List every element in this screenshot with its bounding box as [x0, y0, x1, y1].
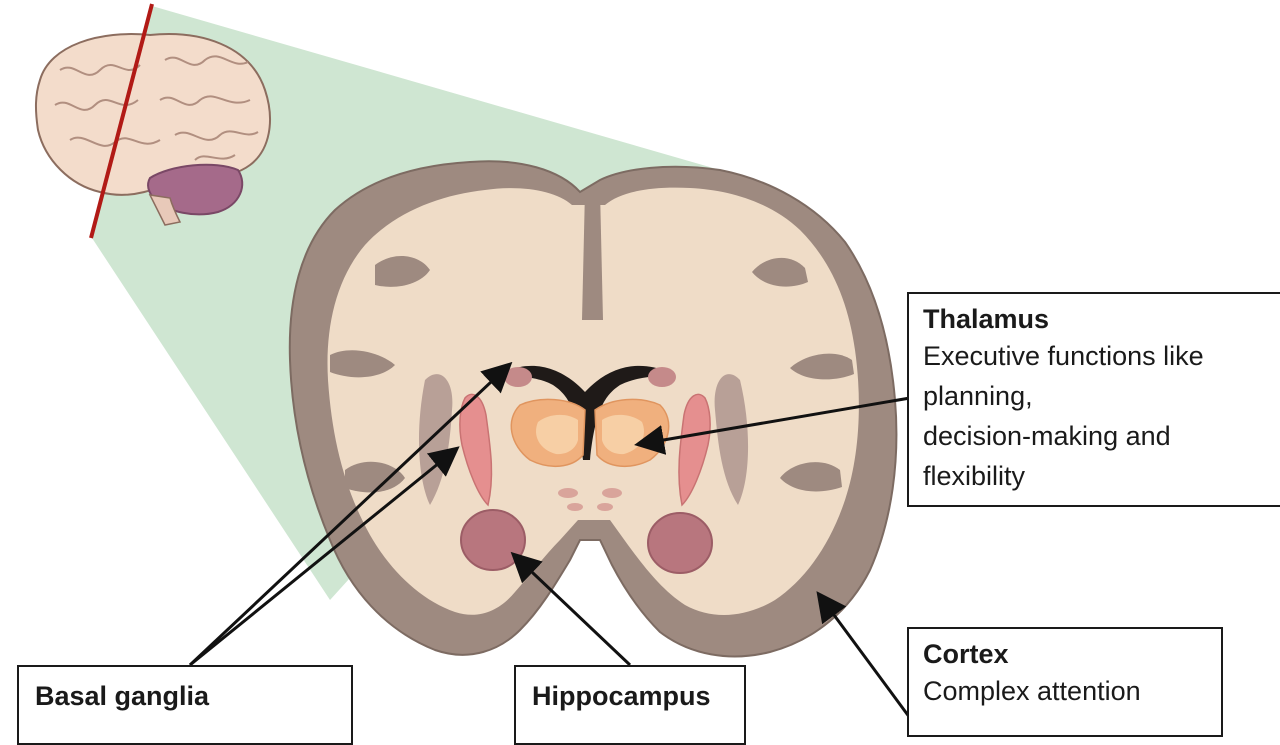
- thalamus-desc-line-3: decision-making and: [923, 421, 1171, 451]
- basal-ganglia-title: Basal ganglia: [35, 681, 210, 711]
- cortex-title: Cortex: [923, 639, 1009, 669]
- cortex-desc-line-1: Complex attention: [923, 676, 1141, 706]
- right-caudate: [648, 367, 676, 387]
- pointer-arrows: [188, 361, 912, 719]
- basal-ganglia-label-box: Basal ganglia: [17, 665, 353, 745]
- thalamus-title: Thalamus: [923, 304, 1050, 334]
- arrow-basal-ganglia-upper: [188, 361, 513, 667]
- thalamus-desc-line-4: flexibility: [923, 461, 1026, 491]
- right-thalamus-inner: [602, 414, 644, 455]
- arrow-cortex: [816, 591, 912, 719]
- right-insula: [714, 374, 749, 505]
- lateral-brain-illustration: [34, 3, 271, 239]
- thalamus-desc-line-2: planning,: [923, 381, 1033, 411]
- left-basal-ganglia: [459, 393, 493, 507]
- right-hippocampus: [647, 512, 713, 574]
- left-caudate: [504, 367, 532, 387]
- arrow-hippocampus: [510, 551, 632, 667]
- cortical-sulci: [330, 190, 854, 493]
- thalamus-label-box: Thalamus Executive functions like planni…: [907, 292, 1280, 507]
- coronal-brain-diagram: [34, 3, 912, 719]
- hippocampus-title: Hippocampus: [532, 681, 711, 711]
- coronal-section: [288, 160, 898, 658]
- subthalamic-structures: [558, 488, 622, 511]
- lateral-brain-stem: [148, 194, 182, 226]
- coronal-cut-line: [89, 3, 154, 239]
- thalamus-desc-line-1: Executive functions like: [923, 341, 1204, 371]
- left-hippocampus: [460, 509, 526, 571]
- lateral-ventricle: [505, 365, 668, 460]
- arrow-thalamus: [634, 396, 911, 455]
- hippocampus-label-box: Hippocampus: [514, 665, 746, 745]
- arrow-basal-ganglia-lower: [189, 446, 460, 667]
- cortex-label-box: Cortex Complex attention: [907, 627, 1223, 737]
- left-thalamus-inner: [536, 414, 578, 455]
